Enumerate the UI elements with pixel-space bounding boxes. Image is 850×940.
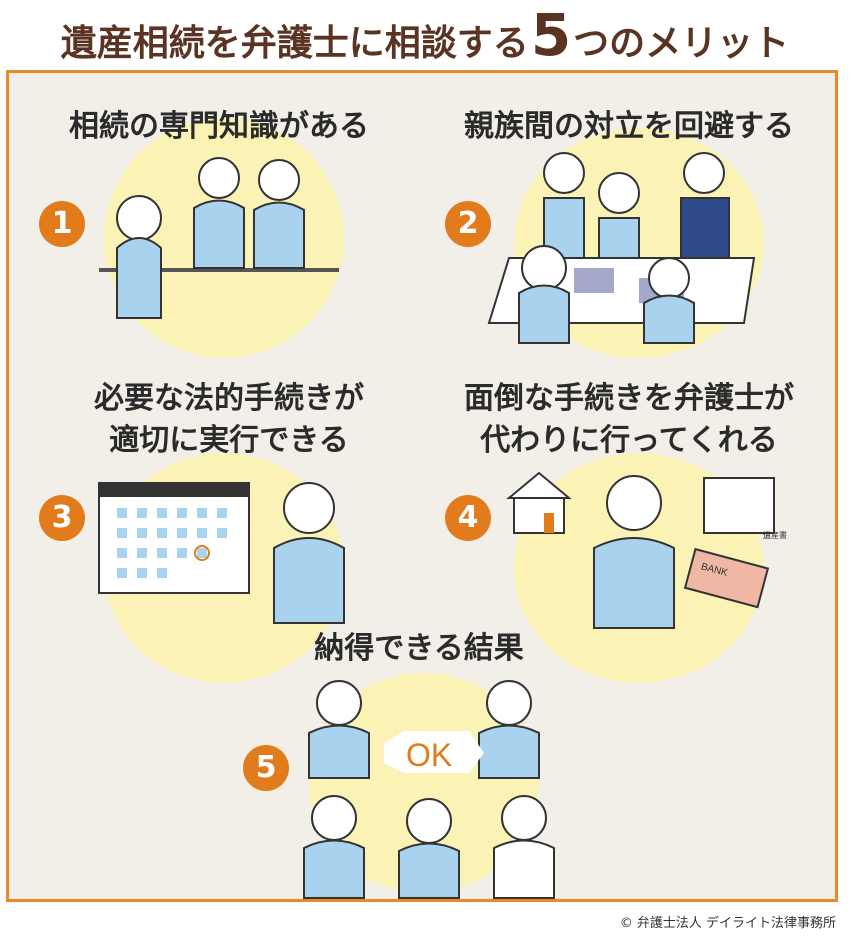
copyright-credit: © 弁護士法人 デイライト法律事務所 bbox=[619, 916, 836, 931]
merit-5-heading: 納得できる結果 bbox=[314, 631, 524, 666]
title-suffix: つのメリット bbox=[573, 23, 790, 64]
ok-label: OK bbox=[406, 737, 452, 773]
title-prefix: 遺産相続を弁護士に相談する bbox=[60, 23, 529, 64]
merit-4-heading-line1: 面倒な手続きを弁護士が bbox=[464, 381, 794, 416]
merit-1-illustration bbox=[99, 157, 339, 319]
merit-4-heading-line2: 代わりに行ってくれる bbox=[480, 423, 778, 458]
document-label: 遺産書 bbox=[763, 530, 787, 540]
title-number: 5 bbox=[530, 1, 572, 69]
merits-panel: 相続の専門知識がある 1 親族間の対立を回避する 2 必要な法的手続きが 適切に… bbox=[6, 70, 838, 902]
merit-2-illustration bbox=[487, 152, 756, 344]
merit-3-heading-line1: 必要な法的手続きが bbox=[94, 381, 364, 416]
merit-5-illustration: OK bbox=[303, 680, 555, 899]
merit-3-illustration bbox=[98, 482, 345, 624]
merit-4-number: 4 bbox=[445, 495, 491, 541]
merit-2-heading: 親族間の対立を回避する bbox=[464, 109, 794, 144]
page-title: 遺産相続を弁護士に相談する5つのメリット bbox=[0, 6, 850, 68]
merit-1-number: 1 bbox=[39, 201, 85, 247]
merit-4-illustration: BANK 遺産書 bbox=[506, 471, 787, 629]
merit-5-number: 5 bbox=[243, 745, 289, 791]
merit-1-heading: 相続の専門知識がある bbox=[69, 109, 369, 144]
merit-3-number: 3 bbox=[39, 495, 85, 541]
merit-2-number: 2 bbox=[445, 201, 491, 247]
merit-3-heading-line2: 適切に実行できる bbox=[109, 423, 349, 458]
